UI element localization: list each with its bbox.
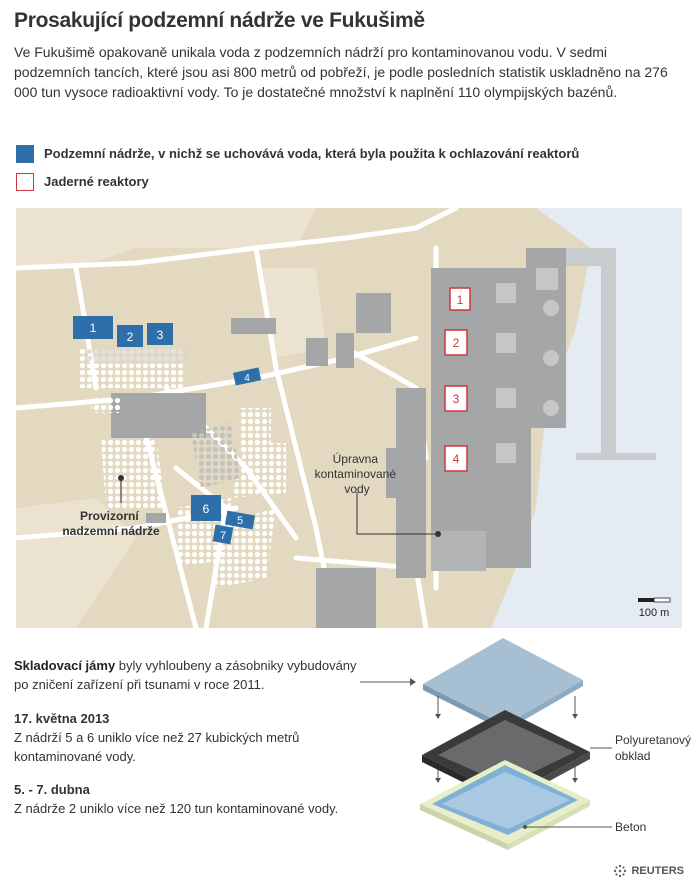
treatment-label-line2: kontaminované bbox=[315, 467, 397, 481]
event-2-date: 5. - 7. dubna bbox=[14, 782, 90, 797]
storage-pits-description: Skladovací jámy byly vyhloubeny a zásobn… bbox=[14, 656, 374, 694]
liner-label-line2: obklad bbox=[615, 749, 650, 763]
lid bbox=[423, 638, 583, 725]
svg-text:Polyuretanový obklad: Polyuretanový obklad bbox=[615, 733, 694, 763]
legend-tank-swatch bbox=[16, 145, 34, 163]
liner-label-line1: Polyuretanový bbox=[615, 733, 691, 747]
tank-2 bbox=[117, 325, 143, 347]
reactor-1 bbox=[449, 287, 471, 311]
provisional-label-line2: nadzemní nádrže bbox=[62, 524, 160, 538]
svg-text:Úpravna kontaminované: Úpravna kontaminované vody bbox=[315, 451, 400, 496]
reuters-logo-icon bbox=[614, 864, 627, 878]
provisional-label-line1: Provizorní bbox=[80, 509, 139, 523]
treatment-plant-callout: Úpravna kontaminované vody bbox=[315, 451, 486, 571]
vegetation-north bbox=[16, 208, 316, 268]
tank-7 bbox=[212, 524, 234, 545]
treatment-label-line3: vody bbox=[344, 482, 369, 496]
reactor-3 bbox=[444, 385, 468, 412]
tank-3 bbox=[147, 323, 173, 345]
intro-text: Ve Fukušimě opakovaně unikala voda z pod… bbox=[14, 44, 668, 100]
svg-text:Provizorní nadzemní ná: Provizorní nadzemní nádrže bbox=[62, 509, 160, 538]
reactor-4-label: 4 bbox=[453, 452, 460, 466]
vegetation-east bbox=[256, 268, 326, 358]
scale-label: 100 m bbox=[639, 607, 670, 619]
reactor-labels: 1 2 3 4 bbox=[453, 293, 464, 466]
tank-2-label: 2 bbox=[127, 330, 134, 344]
storage-pits-bold: Skladovací jámy bbox=[14, 658, 116, 673]
provisional-tanks-callout: Provizorní nadzemní nádrže bbox=[62, 475, 160, 538]
tank-3-label: 3 bbox=[157, 328, 164, 342]
reactor-2-label: 2 bbox=[453, 336, 460, 350]
reactor-3-label: 3 bbox=[453, 392, 460, 406]
page-title: Prosakující podzemní nádrže ve Fukušimě bbox=[14, 9, 425, 32]
credit-label: REUTERS bbox=[631, 865, 684, 877]
tank-7-label: 7 bbox=[220, 530, 226, 542]
tank-6-label: 6 bbox=[203, 502, 210, 516]
tank-5-label: 5 bbox=[237, 515, 243, 527]
tank-labels: 1 2 3 4 6 5 7 bbox=[90, 321, 251, 542]
event-2-text: Z nádrže 2 uniklo více než 120 tun konta… bbox=[14, 801, 339, 816]
tank-5 bbox=[224, 510, 256, 530]
site-map: 1 2 3 4 6 5 7 1 2 3 4 Úpravna bbox=[16, 208, 682, 628]
storage-pits-rest: byly vyhloubeny a zásobniky vybudovány p… bbox=[14, 658, 357, 692]
breakwater bbox=[576, 453, 656, 460]
port-quay bbox=[536, 248, 616, 453]
scale-bar: 100 m bbox=[638, 597, 671, 619]
credit: REUTERS bbox=[613, 864, 684, 878]
tank-cross-section: Polyuretanový obklad Beton bbox=[350, 632, 700, 854]
tank-4 bbox=[233, 367, 262, 386]
reactor-2 bbox=[444, 329, 468, 356]
event-1-text: Z nádrží 5 a 6 uniklo více než 27 kubick… bbox=[14, 730, 300, 764]
legend-reactors-label: Jaderné reaktory bbox=[44, 174, 149, 189]
tank-1 bbox=[73, 316, 113, 339]
legend-reactor-swatch bbox=[16, 173, 34, 191]
plant-building-highlights bbox=[496, 268, 559, 463]
pointer-arrow bbox=[360, 678, 416, 686]
reactors bbox=[444, 287, 471, 472]
tank-6 bbox=[191, 495, 221, 521]
reactor-1-label: 1 bbox=[457, 293, 464, 307]
reactor-4 bbox=[444, 445, 468, 472]
underground-tanks bbox=[73, 316, 262, 545]
sea bbox=[491, 208, 682, 628]
tank-4-label: 4 bbox=[244, 373, 250, 384]
concrete-label: Beton bbox=[615, 820, 646, 834]
event-1-date: 17. května 2013 bbox=[14, 711, 110, 726]
tank-1-label: 1 bbox=[90, 321, 97, 335]
treatment-label-line1: Úpravna bbox=[333, 451, 379, 466]
legend-tanks-label: Podzemní nádrže, v nichž se uchovává vod… bbox=[44, 146, 580, 161]
